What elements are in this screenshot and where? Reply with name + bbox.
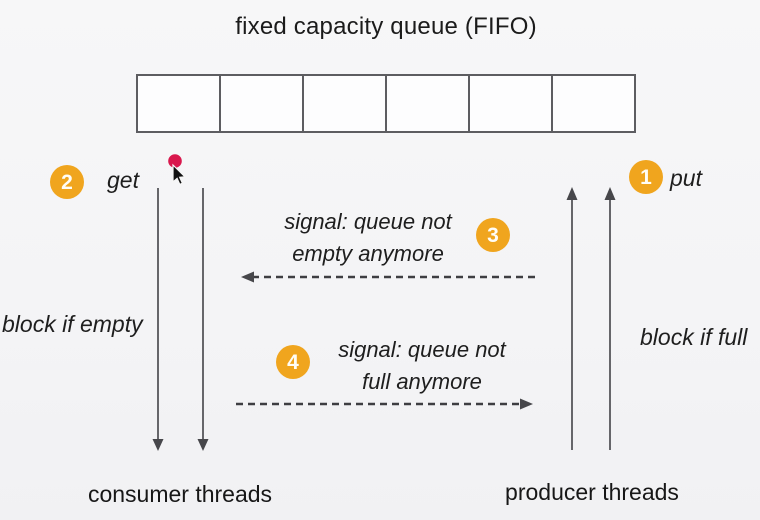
queue-slot <box>304 76 387 131</box>
diagram-title: fixed capacity queue (FIFO) <box>235 13 537 40</box>
arrow-up-icon <box>566 187 578 200</box>
consumer-threads-label: consumer threads <box>87 481 273 507</box>
put-label: put <box>670 165 702 191</box>
queue-slot <box>553 76 634 131</box>
arrow-down-icon <box>152 439 164 451</box>
queue <box>136 74 636 133</box>
arrow-right-icon <box>520 398 533 410</box>
signal-not-empty-label: signal: queue not empty anymore <box>240 206 496 270</box>
block-if-empty-label: block if empty <box>2 311 143 337</box>
producer-threads-label: producer threads <box>505 479 679 505</box>
queue-slot <box>221 76 304 131</box>
signal-not-full-line1: signal: queue not <box>338 337 506 362</box>
arrow-down-icon <box>197 439 209 451</box>
cursor-arrow-icon <box>172 163 187 186</box>
step-badge-put: 1 <box>629 160 663 194</box>
queue-slot <box>470 76 553 131</box>
click-indicator-dot-icon <box>168 154 182 168</box>
signal-not-full-label: signal: queue not full anymore <box>302 334 542 398</box>
signal-not-empty-line2: empty anymore <box>292 241 444 266</box>
signal-not-empty-line1: signal: queue not <box>284 209 452 234</box>
arrow-up-icon <box>604 187 616 200</box>
step-badge-get: 2 <box>50 165 84 199</box>
step-badge-signal-not-full: 4 <box>276 345 310 379</box>
block-if-full-label: block if full <box>640 324 748 350</box>
get-label: get <box>107 167 139 193</box>
queue-slot <box>138 76 221 131</box>
step-badge-signal-not-empty: 3 <box>476 218 510 252</box>
mouse-cursor <box>168 154 187 186</box>
queue-slot <box>387 76 470 131</box>
arrow-left-icon <box>241 271 254 283</box>
signal-not-full-line2: full anymore <box>362 369 482 394</box>
